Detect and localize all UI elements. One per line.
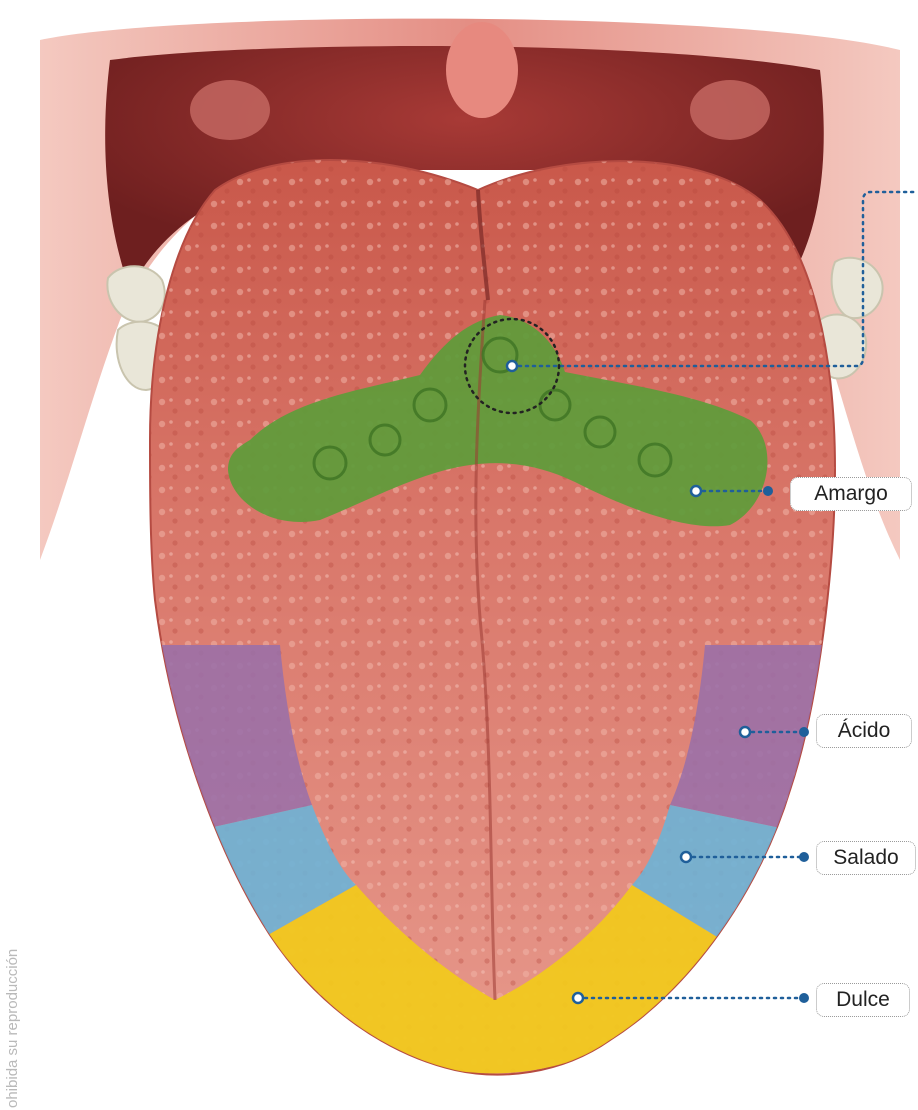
label-amargo: Amargo xyxy=(790,477,912,511)
label-salado: Salado xyxy=(816,841,916,875)
tongue xyxy=(140,150,840,1090)
copyright-side-note: ohibida su reproducción xyxy=(4,949,21,1108)
label-acido: Ácido xyxy=(816,714,912,748)
label-dulce: Dulce xyxy=(816,983,910,1017)
